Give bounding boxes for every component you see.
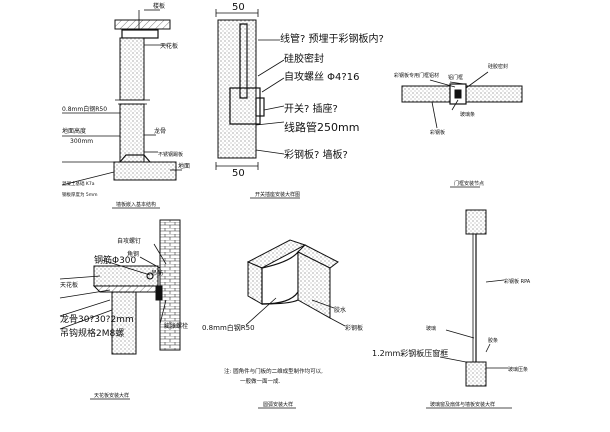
label-ceil-8: 膨胀螺栓 [164, 322, 188, 330]
label-col: 龙骨 [154, 127, 166, 135]
brick-wall [159, 219, 181, 351]
detail-wall-panel: 楼板 天花板 0.8mm白钢R50 龙骨 不锈钢踢板 地面高度 300mm 地面… [61, 2, 190, 209]
label-win-1: 彩钢板 RPA [504, 278, 531, 285]
caption-arc: 圆弧安装大样 [263, 401, 293, 408]
label-ceil-4: 吊筋 [151, 269, 163, 277]
label-steel: 不锈钢踢板 [158, 151, 183, 158]
door-panel-left [401, 85, 451, 103]
label-conduit: 线管? 预埋于彩钢板内? [280, 32, 384, 45]
label-ceil-7: 吊钩规格2M8螺 [60, 327, 124, 339]
door-panel-right [465, 85, 523, 103]
label-board: 0.8mm白钢R50 [62, 105, 107, 113]
label-arc-board: 0.8mm白钢R50 [202, 323, 255, 332]
switch-box [229, 87, 261, 125]
label-win-3: 胶条 [488, 337, 498, 344]
label-door-5: 玻璃条 [460, 111, 475, 118]
detail-door-frame: 彩钢板专用门框铝材 铝门框 硅胶密封 玻璃条 彩钢板 门框安装节点 [394, 63, 523, 188]
label-door-3: 硅胶密封 [488, 63, 508, 70]
label-door-1: 彩钢板专用门框铝材 [394, 72, 439, 79]
detail-switch-socket: 50 50 线管? 预埋于彩钢板内? 硅胶密封 自攻螺丝 Φ4?16 开关? 插… [215, 2, 384, 199]
window-head [465, 209, 487, 235]
label-ceil-3: 钢筋Φ300 [94, 254, 137, 266]
seal [454, 89, 462, 99]
slab-top [114, 19, 171, 30]
base-block [113, 161, 177, 181]
label-arc-glue: 胶水 [334, 306, 346, 314]
wall-section [217, 19, 257, 159]
label-floor: 地面 [178, 162, 190, 170]
label-ceil-1: 自攻螺钉 [117, 237, 141, 245]
detail-ceiling: 自攻螺钉 角钢 钢筋Φ300 吊筋 天花板 龙骨30?30?2mm 吊钩规格2M… [59, 219, 188, 400]
label-win-2: 玻璃 [426, 325, 436, 332]
switch-plate [255, 97, 265, 117]
dim-bottom: 50 [232, 168, 245, 179]
note-line-1: 注: 圆角件与门板的二维成型制作均可以, [224, 367, 323, 375]
ceiling-channel [121, 29, 159, 39]
door-frame-profile [449, 83, 467, 105]
note-line-2: 一般做一面一成. [240, 377, 281, 385]
label-door-4: 彩钢板 [430, 129, 445, 136]
caption-window: 玻璃窗及扇体与墙板安装大样 [430, 401, 495, 408]
label-base1: 混凝土基础 K7a [62, 180, 95, 187]
label-win-5: 玻璃压条 [508, 366, 528, 373]
bolt [146, 272, 154, 280]
detail-arc-corner: 0.8mm白钢R50 胶水 彩钢板 注: 圆角件与门板的二维成型制作均可以, 一… [202, 239, 363, 409]
break-line [115, 99, 150, 105]
label-ceiling: 天花板 [160, 42, 178, 50]
label-pipe: 线路管250mm [284, 120, 359, 134]
caption-switch: 开关插座安装大样图 [255, 191, 300, 198]
label-ceil-5: 天花板 [60, 281, 78, 289]
detail-glass-window: 彩钢板 RPA 玻璃 胶条 1.2mm彩钢板压窗框 玻璃压条 玻璃窗及扇体与墙板… [372, 209, 531, 409]
conduit [239, 23, 248, 99]
label-ceil-2: 角钢 [127, 250, 139, 258]
caption-wall-panel: 墙板嵌入基本结构 [116, 201, 156, 208]
label-300: 300mm [70, 138, 93, 145]
panel-upper [119, 37, 145, 101]
label-switch: 开关? 插座? [284, 102, 338, 115]
label-silicone: 硅胶密封 [284, 52, 324, 65]
dim-top: 50 [232, 2, 245, 13]
arc-left-wall [247, 261, 263, 305]
ceiling-slab [93, 265, 159, 287]
panel-lower [119, 103, 145, 163]
window-sill [465, 361, 487, 387]
label-slab: 楼板 [153, 2, 165, 10]
label-base2: 钢板厚度为 5mm [62, 191, 98, 198]
base-channel [119, 154, 151, 163]
label-panel: 彩钢板? 墙板? [284, 148, 348, 161]
angle-steel [155, 285, 163, 301]
label-height: 地面高度 [62, 127, 86, 135]
caption-door: 门框安装节点 [454, 180, 484, 187]
label-ceil-6: 龙骨30?30?2mm [60, 313, 134, 325]
label-screw: 自攻螺丝 Φ4?16 [284, 70, 359, 83]
ceiling-post [111, 291, 137, 355]
label-door-2: 铝门框 [448, 74, 463, 81]
label-arc-wall: 彩钢板 [345, 324, 363, 332]
caption-ceiling: 天花板安装大样 [94, 392, 129, 399]
label-win-4: 1.2mm彩钢板压窗框 [372, 348, 448, 358]
